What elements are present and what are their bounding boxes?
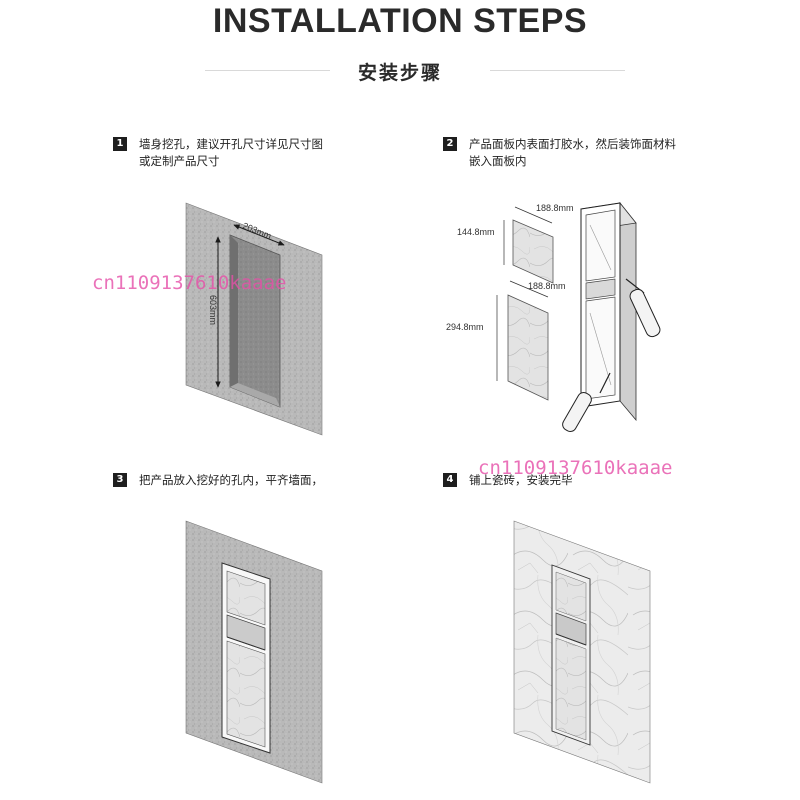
header-rule-left [205, 70, 330, 71]
page-subtitle: 安装步骤 [357, 62, 442, 84]
step-3-text: 把产品放入挖好的孔内，平齐墙面， [139, 472, 323, 489]
step-2-text: 产品面板内表面打胶水，然后装饰面材料 嵌入面板内 [469, 136, 676, 170]
step-1-heading: 1 墙身挖孔，建议开孔尺寸详见尺寸图 或定制产品尺寸 [113, 136, 323, 170]
step-3-heading: 3 把产品放入挖好的孔内，平齐墙面， [113, 472, 323, 489]
niche-shelf [585, 278, 616, 300]
step-4-text: 铺上瓷砖，安装完毕 [469, 472, 573, 489]
small-tile-width-label: 188.8mm [536, 203, 574, 213]
small-tile [512, 219, 554, 284]
step-4-heading: 4 铺上瓷砖，安装完毕 [443, 472, 573, 489]
niche-shelf-edge [226, 636, 266, 651]
niche-upper-window [585, 209, 616, 282]
step-2-heading: 2 产品面板内表面打胶水，然后装饰面材料 嵌入面板内 [443, 136, 676, 170]
large-tile-height-label: 294.8mm [446, 322, 484, 332]
large-tile [507, 294, 549, 401]
step-2-line-2: 嵌入面板内 [469, 154, 527, 168]
step-2-line-1: 产品面板内表面打胶水，然后装饰面材料 [469, 137, 676, 151]
hole-height-label: 603mm [208, 295, 218, 325]
niche-side [619, 201, 637, 422]
niche-upper-tile [555, 571, 587, 622]
header-rule-right [490, 70, 625, 71]
niche-lower-tile [226, 640, 266, 748]
hole-inner-side-left [230, 235, 238, 387]
niche-upper-glare [589, 224, 612, 271]
step-3-illustration [185, 520, 323, 784]
niche-shelf-edge [555, 633, 587, 646]
large-tile-width-line [509, 280, 549, 298]
step-4-line-1: 铺上瓷砖，安装完毕 [469, 473, 573, 487]
step-3-line-1: 把产品放入挖好的孔内，平齐墙面， [139, 473, 323, 487]
hole-inner-bottom [230, 383, 280, 407]
niche-lower-glare [589, 312, 612, 386]
step-4-illustration [513, 520, 651, 784]
step-3-number: 3 [113, 473, 127, 487]
glue-gun-right-icon [625, 278, 661, 338]
niche-lower-tile [555, 637, 587, 741]
step-4-number: 4 [443, 473, 457, 487]
step-1-text: 墙身挖孔，建议开孔尺寸详见尺寸图 或定制产品尺寸 [139, 136, 323, 170]
large-tile-width-label: 188.8mm [528, 281, 566, 291]
watermark-left: cn1109137610kaaae [92, 272, 287, 294]
width-dimension-line [233, 224, 285, 246]
step-2-number: 2 [443, 137, 457, 151]
small-tile-height-label: 144.8mm [457, 227, 495, 237]
step-1-number: 1 [113, 137, 127, 151]
step-1-line-1: 墙身挖孔，建议开孔尺寸详见尺寸图 [139, 137, 323, 151]
step-1-illustration: 203mm 603mm [185, 202, 323, 436]
step-2-illustration: 188.8mm 144.8mm 188.8mm 294.8mm [446, 201, 661, 432]
glue-gun-bottom-icon [562, 372, 611, 432]
niche-upper-tile [226, 570, 266, 626]
small-tile-width-line [514, 206, 553, 224]
page-title: INSTALLATION STEPS [212, 2, 588, 40]
watermark-right: cn1109137610kaaae [478, 457, 673, 479]
step-1-line-2: 或定制产品尺寸 [139, 154, 220, 168]
